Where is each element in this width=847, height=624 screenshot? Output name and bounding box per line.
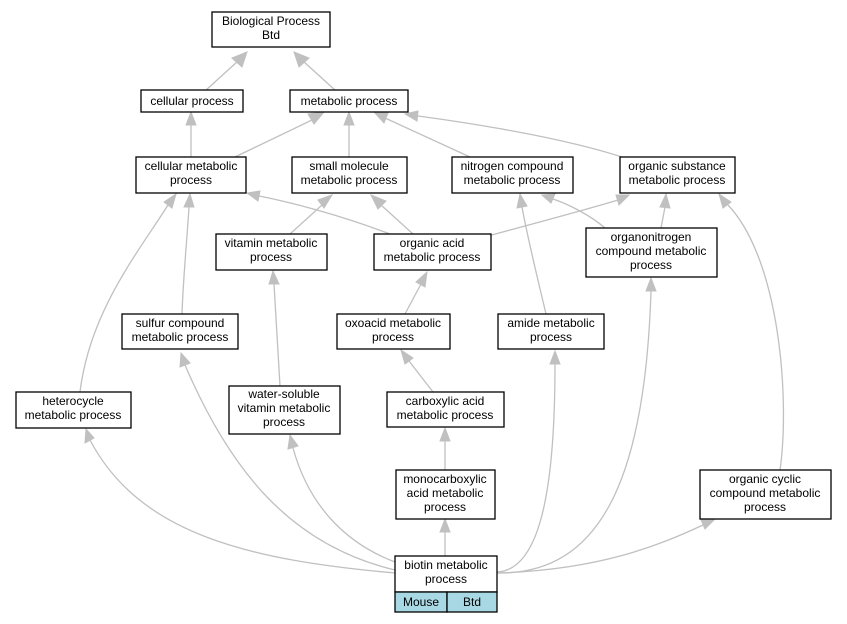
- node-label-line: metabolic process: [132, 330, 229, 344]
- node-metabolic-process[interactable]: metabolic process: [289, 89, 409, 113]
- legend-mouse-label: Mouse: [403, 595, 439, 609]
- edge-biotin-to-organonitrogen: [496, 276, 657, 574]
- edge-nitrogen-to-metabolic: [372, 111, 471, 158]
- node-carboxylic-acid[interactable]: carboxylic acid metabolic process: [386, 391, 505, 428]
- node-label-line: nitrogen compound: [461, 159, 564, 173]
- node-label-line: vitamin metabolic: [225, 236, 318, 250]
- node-label-line: biotin metabolic: [404, 558, 487, 572]
- node-label-line: cellular metabolic: [145, 159, 238, 173]
- node-label-line: compound metabolic: [596, 244, 707, 258]
- edge-amide-to-nitrogen: [516, 192, 547, 315]
- node-label-line: metabolic process: [25, 408, 122, 422]
- node-label-line: process: [630, 258, 672, 272]
- edge-organicsub-to-metabolic: [403, 110, 623, 158]
- edge-biotin-to-organiccyclic: [496, 518, 717, 574]
- edge-heterocycle-to-organiccyclic: [718, 192, 785, 471]
- edge-oxoacid-to-organicacid: [404, 270, 428, 315]
- node-label-line: metabolic process: [629, 173, 726, 187]
- node-heterocycle[interactable]: heterocycle metabolic process: [15, 391, 132, 429]
- edge-vitamin-to-smallmol: [289, 194, 334, 235]
- node-small-molecule[interactable]: small molecule metabolic process: [291, 156, 408, 194]
- edge-biotin-to-amide: [496, 349, 561, 573]
- edge-organicacid-to-smallmol: [369, 194, 414, 235]
- node-label-line: monocarboxylic: [403, 472, 486, 486]
- edge-sulfur-to-cellularmetab: [181, 192, 195, 315]
- node-label-line: process: [424, 500, 466, 514]
- edge-monocarbox-to-carboxylic: [439, 426, 451, 470]
- node-nitrogen-compound[interactable]: nitrogen compound metabolic process: [451, 156, 574, 194]
- edge-cellularmetab-to-cellular: [185, 110, 197, 157]
- node-water-soluble[interactable]: water-soluble vitamin metabolic process: [228, 385, 341, 435]
- edge-biotin-to-sulfur: [179, 351, 396, 571]
- edge-organicacid-to-cellularmetab: [245, 190, 391, 235]
- node-amide[interactable]: amide metabolic process: [497, 313, 605, 350]
- node-label-line: process: [250, 250, 292, 264]
- node-biotin[interactable]: biotin metabolic process: [394, 555, 498, 593]
- node-label-line: organic cyclic: [729, 472, 801, 486]
- node-label-line: Biological Process: [222, 14, 320, 28]
- edge-biotin-to-monocarbox: [439, 517, 451, 556]
- node-label-line: sulfur compound: [136, 316, 225, 330]
- edge-heterocycle-to-cellularmetab: [79, 192, 177, 393]
- edge-biotin-to-watersoluble: [287, 433, 396, 563]
- edge-organonitrogen-to-organicsub: [659, 192, 671, 229]
- node-label-line: cellular process: [150, 94, 233, 108]
- node-label-line: metabolic process: [464, 173, 561, 187]
- node-organic-substance[interactable]: organic substance metabolic process: [619, 156, 736, 194]
- edge-cellularmetab-to-metabolic: [234, 111, 326, 158]
- node-cellular-metabolic[interactable]: cellular metabolic process: [135, 156, 247, 194]
- edge-watersoluble-to-vitamin: [268, 269, 281, 387]
- node-label-line: amide metabolic: [507, 316, 594, 330]
- node-biological-process[interactable]: Biological Process Btd: [211, 11, 331, 48]
- node-label-line: metabolic process: [301, 94, 398, 108]
- node-organonitrogen[interactable]: organonitrogen compound metabolic proces…: [585, 227, 718, 278]
- node-label-line: process: [263, 415, 305, 429]
- node-label-line: metabolic process: [384, 250, 481, 264]
- node-label-line: heterocycle: [42, 394, 104, 408]
- node-label-line: carboxylic acid: [406, 394, 485, 408]
- node-label-line: metabolic process: [301, 173, 398, 187]
- node-label-line: Btd: [262, 28, 280, 42]
- node-monocarboxylic[interactable]: monocarboxylic acid metabolic process: [395, 469, 496, 520]
- node-label-line: process: [744, 500, 786, 514]
- node-label-line: acid metabolic: [407, 486, 484, 500]
- legend-btd-label: Btd: [463, 595, 481, 609]
- node-organic-acid[interactable]: organic acid metabolic process: [373, 233, 492, 271]
- edge-biotin-to-heterocycle: [84, 427, 396, 574]
- node-vitamin-metabolic[interactable]: vitamin metabolic process: [215, 233, 328, 271]
- node-label-line: oxoacid metabolic: [345, 316, 441, 330]
- node-label-line: process: [170, 173, 212, 187]
- node-label-line: process: [425, 572, 467, 586]
- edge-metabolic-to-bp: [293, 51, 337, 92]
- node-label-line: organic substance: [628, 159, 726, 173]
- node-organic-cyclic[interactable]: organic cyclic compound metabolic proces…: [699, 469, 832, 520]
- node-label-line: metabolic process: [397, 408, 494, 422]
- node-label-line: organic acid: [400, 236, 465, 250]
- node-label-line: process: [372, 330, 414, 344]
- edge-organicacid-to-organicsub: [487, 194, 631, 237]
- node-label-line: water-soluble: [247, 387, 320, 401]
- node-label-line: vitamin metabolic: [238, 401, 331, 415]
- node-oxoacid[interactable]: oxoacid metabolic process: [336, 313, 451, 350]
- node-cellular-process[interactable]: cellular process: [140, 89, 244, 113]
- node-label-line: small molecule: [309, 159, 389, 173]
- edge-smallmol-to-metabolic: [343, 110, 355, 157]
- node-label-line: compound metabolic: [710, 486, 821, 500]
- edge-carboxylic-to-oxoacid: [400, 348, 434, 393]
- legend-cell-btd: [446, 591, 498, 613]
- edge-cellular-to-bp: [204, 51, 248, 92]
- node-label-line: process: [530, 330, 572, 344]
- node-label-line: organonitrogen: [611, 230, 692, 244]
- legend: Mouse Btd: [394, 591, 498, 613]
- node-sulfur-compound[interactable]: sulfur compound metabolic process: [121, 313, 239, 350]
- edge-organonitrogen-to-nitrogen: [540, 193, 606, 229]
